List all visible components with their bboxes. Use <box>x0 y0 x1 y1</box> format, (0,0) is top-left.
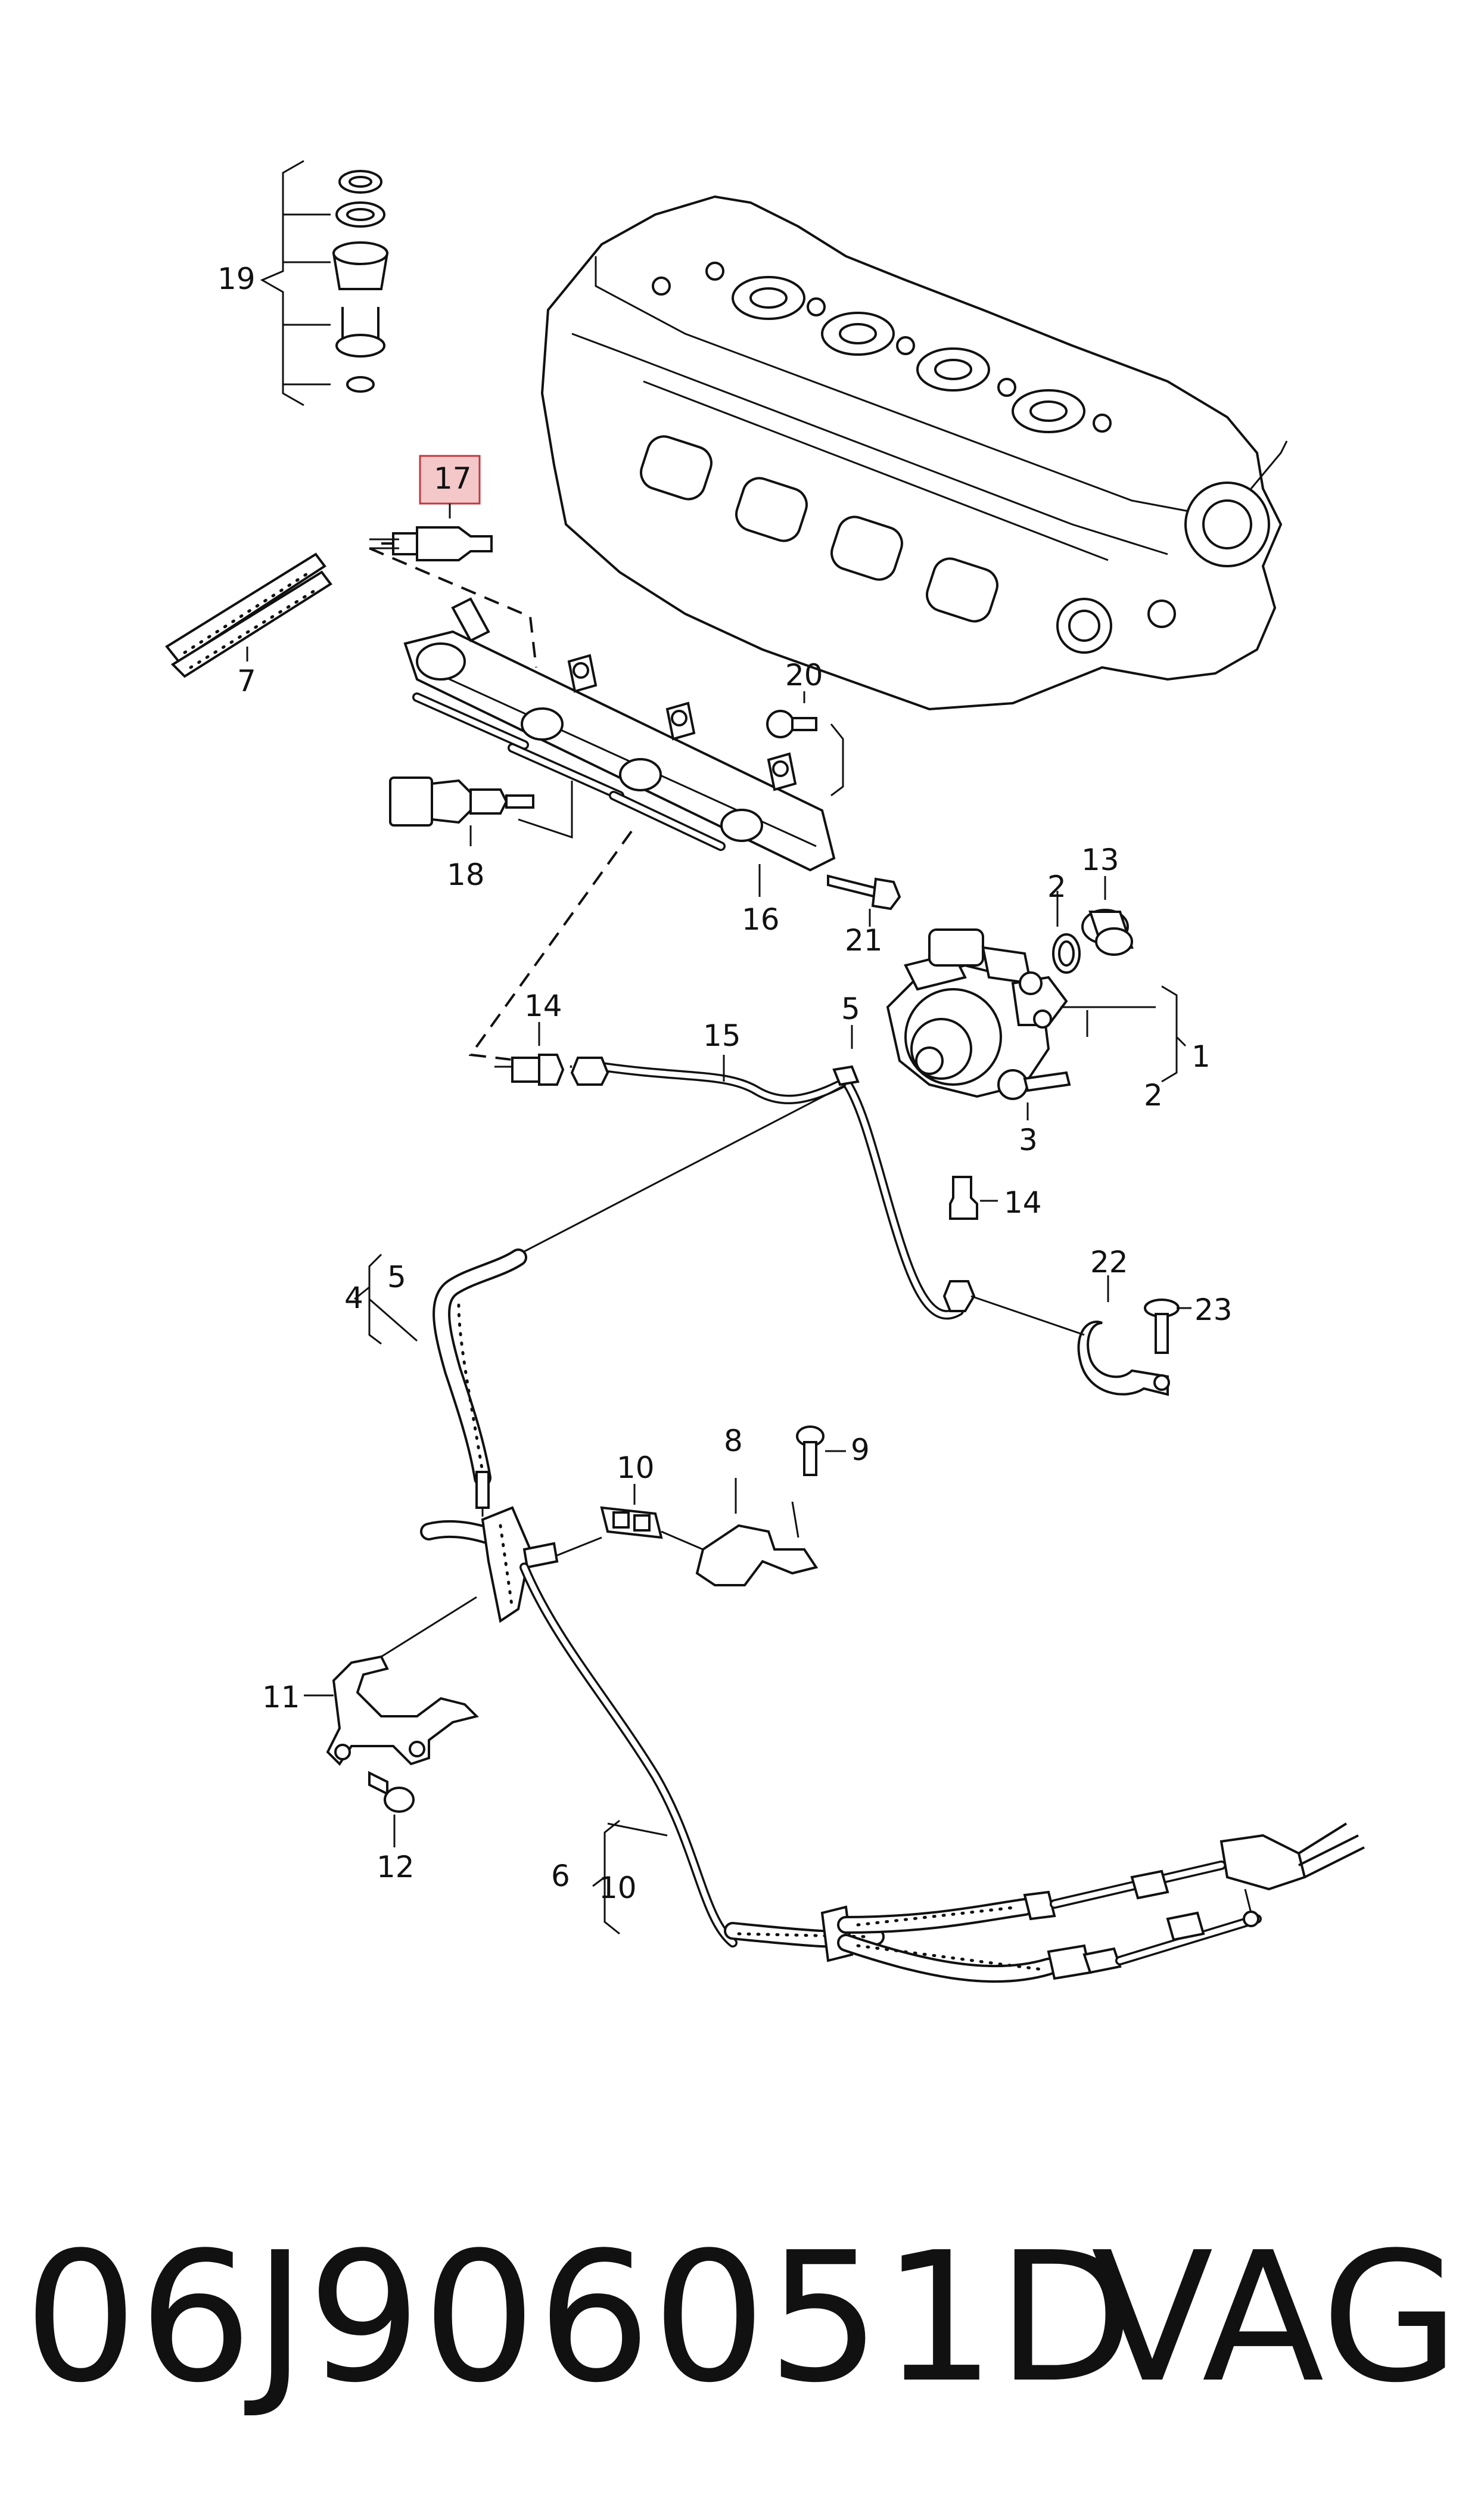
callout-14-left: 14 <box>524 989 562 1023</box>
callout-3: 3 <box>1019 1123 1038 1157</box>
callout-16: 16 <box>742 902 780 937</box>
callout-10-bottom: 10 <box>599 1871 637 1905</box>
callout-7: 7 <box>237 664 256 698</box>
fuel-rail-16 <box>403 597 836 872</box>
callout-9: 9 <box>851 1433 870 1467</box>
pressure-sensor-17 <box>369 455 493 561</box>
bracket-11 <box>304 1596 479 1766</box>
callout-11: 11 <box>262 1680 300 1714</box>
callout-4: 4 <box>344 1281 363 1315</box>
fuel-line-6 <box>519 1563 1365 1983</box>
bracket-8 <box>695 1478 819 1586</box>
high-pressure-line-15 <box>570 1055 976 1320</box>
callout-5-left: 5 <box>387 1260 406 1294</box>
high-pressure-pump-1 <box>886 928 1156 1098</box>
callout-21: 21 <box>845 923 883 958</box>
callout-13: 13 <box>1081 843 1119 877</box>
callout-23: 23 <box>1194 1293 1233 1327</box>
clip-5 <box>832 1025 860 1086</box>
union-14 <box>494 1022 565 1086</box>
bolt-9 <box>796 1425 846 1476</box>
callout-22: 22 <box>1090 1245 1128 1279</box>
fuel-hose-4 <box>433 1248 527 1487</box>
seal-13 <box>1081 876 1134 956</box>
sensor-18 <box>389 776 573 846</box>
callout-18: 18 <box>447 858 485 892</box>
hose-junction <box>420 1471 602 1623</box>
callout-1: 1 <box>1191 1039 1211 1074</box>
clip-10 <box>600 1484 704 1551</box>
callout-5-top: 5 <box>841 992 860 1026</box>
brand-label: VAG <box>1091 2214 1460 2422</box>
cylinder-head-illustration <box>540 195 1288 711</box>
clamp-22 <box>970 1275 1170 1396</box>
callout-15: 15 <box>703 1018 741 1053</box>
bolt-12 <box>368 1771 415 1847</box>
callout-2-top: 2 <box>1047 869 1066 904</box>
callout-2-right: 2 <box>1144 1078 1163 1113</box>
bolt-3 <box>997 1069 1071 1120</box>
seal-kit-19 <box>260 160 389 406</box>
callout-12: 12 <box>377 1850 415 1884</box>
callout-20: 20 <box>785 658 823 692</box>
callout-17: 17 <box>434 461 472 496</box>
callout-14-right: 14 <box>1004 1185 1042 1220</box>
bolt-21 <box>827 874 901 927</box>
highlight-box-17 <box>419 455 481 505</box>
callout-10-top: 10 <box>617 1450 655 1485</box>
part-number: 06J906051D <box>24 2214 1136 2422</box>
cable-ties-7 <box>165 552 332 678</box>
bolt-20 <box>766 691 844 797</box>
screw-23 <box>1144 1299 1191 1354</box>
part-number-footer: 06J906051D VAG <box>24 2205 1466 2443</box>
callout-8: 8 <box>724 1424 743 1458</box>
callout-6: 6 <box>551 1859 570 1893</box>
oring-2 <box>1052 891 1081 974</box>
callout-19: 19 <box>217 262 256 296</box>
union-14-right <box>949 1176 998 1220</box>
